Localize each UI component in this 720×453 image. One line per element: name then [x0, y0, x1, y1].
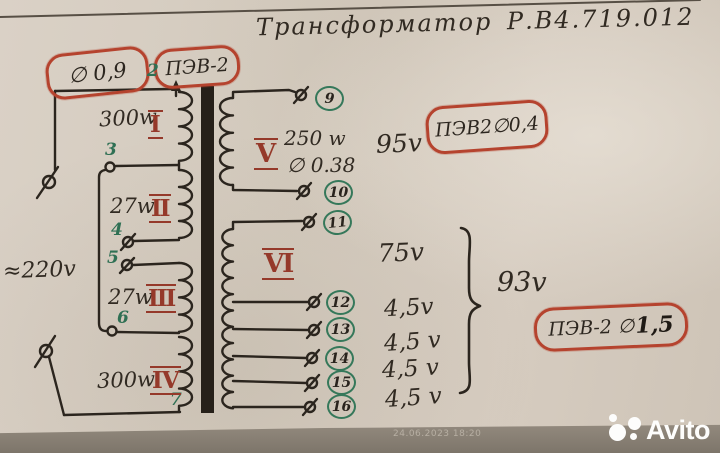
terminal-10-number: 10: [328, 184, 349, 201]
terminal-9-icon: [294, 88, 308, 102]
tap-voltage-45v-3: 4,5 v: [381, 354, 440, 384]
avito-logo-dot-medium: [628, 417, 641, 430]
mains-voltage-label: ≈220v: [2, 256, 77, 285]
terminal-14-number: 14: [329, 350, 350, 367]
terminal-13-badge: 13: [326, 317, 355, 342]
winding-1-coil: [177, 90, 194, 172]
avito-logo-dot-small: [609, 414, 617, 422]
terminal-11-number: 11: [326, 213, 349, 232]
terminal-14-badge: 14: [325, 346, 354, 371]
tap-voltage-45v-1: 4,5v: [383, 293, 435, 323]
winding-6-coil: [221, 227, 235, 410]
terminal-label-3: 3: [105, 140, 117, 160]
winding6-wire-annotation: ПЭВ-2 ∅ 1,5: [533, 301, 689, 353]
terminal-9-number: 9: [324, 90, 335, 107]
terminal-12-badge: 12: [326, 290, 355, 315]
terminal-10-badge: 10: [324, 180, 353, 205]
terminal-label-6: 6: [117, 308, 129, 328]
terminal-16-badge: 16: [327, 394, 356, 419]
terminal-label-5: 5: [107, 248, 119, 268]
terminal-12-number: 12: [330, 294, 351, 311]
voltage-brace: [458, 226, 482, 395]
primary-circuit-wires: [33, 80, 194, 417]
winding3-power: 27w: [108, 285, 153, 309]
winding6-numeral: VI: [262, 248, 294, 280]
paper-edge-line: [0, 0, 701, 18]
winding5-voltage: 95v: [375, 128, 423, 159]
winding5-numeral: V: [254, 138, 279, 170]
terminal-label-7: 7: [170, 390, 182, 410]
mains-terminal-top-icon: [41, 174, 57, 190]
terminal-15-icon: [305, 376, 319, 390]
transformer-core: [201, 86, 214, 413]
tap-voltage-75v: 75v: [377, 237, 425, 268]
secondary-circuit-wires: [218, 85, 482, 417]
terminal-16-icon: [303, 400, 317, 414]
winding2-numeral: II: [149, 194, 171, 223]
photo-timestamp: 24.06.2023 18:20: [393, 429, 482, 439]
arrow-up-icon: [171, 80, 181, 91]
avito-watermark-text: Avito: [646, 415, 711, 445]
winding6-total-voltage: 93v: [497, 267, 547, 298]
avito-logo-dot-large: [609, 424, 626, 441]
terminal-12-icon: [307, 295, 321, 309]
terminal-4-icon: [121, 235, 135, 249]
tap-voltage-45v-4: 4,5 v: [384, 383, 443, 413]
terminal-label-4: 4: [111, 220, 123, 240]
winding1-numeral: I: [148, 110, 163, 139]
terminal-16-number: 16: [331, 398, 352, 415]
primary-gauge-text: ∅ 0,9: [67, 58, 128, 88]
terminal-15-badge: 15: [327, 370, 356, 395]
terminal-10-icon: [297, 184, 311, 198]
terminal-11-icon: [302, 215, 316, 229]
winding5-power: 250 w: [284, 126, 346, 150]
terminal-13-number: 13: [330, 321, 351, 338]
winding5-gauge: ∅ 0.38: [287, 153, 356, 177]
terminal-3-icon: [104, 161, 116, 173]
primary-wire-type-annotation: ПЭВ-2: [152, 44, 242, 90]
winding4-power: 300w: [96, 366, 156, 394]
winding-2-coil: [177, 168, 194, 240]
tap-voltage-45v-2: 4,5 v: [383, 327, 442, 357]
winding-5-coil: [218, 96, 235, 187]
winding2-power: 27w: [110, 194, 155, 218]
terminal-label-2: 2: [147, 61, 159, 81]
winding-4-coil: [177, 335, 194, 414]
winding5-wire-annotation: ПЭВ2∅0,4: [424, 98, 550, 156]
terminal-15-number: 15: [331, 374, 352, 391]
terminal-5-icon: [120, 258, 134, 272]
mains-terminal-bottom-icon: [38, 343, 54, 359]
avito-watermark: Avito: [606, 411, 718, 451]
winding-3-coil: [177, 261, 194, 333]
primary-wire-type-text: ПЭВ-2: [164, 53, 230, 81]
terminal-14-icon: [305, 351, 319, 365]
avito-logo-dot-tiny: [630, 433, 637, 440]
terminal-6-icon: [106, 325, 118, 337]
winding5-wire-text: ПЭВ2∅0,4: [434, 112, 540, 142]
terminal-13-icon: [307, 323, 321, 337]
winding6-wire-prefix: ПЭВ-2 ∅: [547, 314, 635, 341]
winding6-wire-size: 1,5: [634, 311, 675, 339]
winding4-numeral: IV: [150, 366, 181, 395]
winding3-numeral: III: [146, 284, 176, 313]
